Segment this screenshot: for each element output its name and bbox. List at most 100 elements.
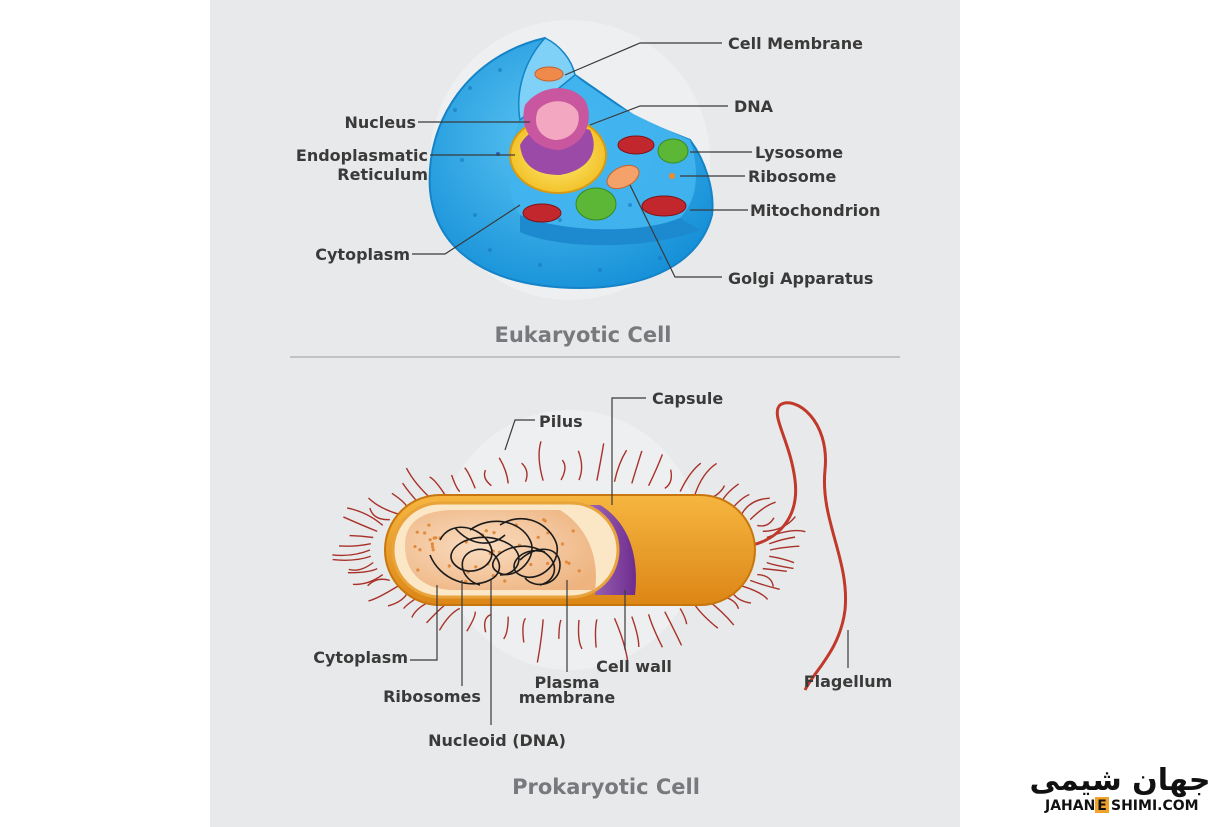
ribosome-dot	[571, 529, 575, 533]
flagellum	[751, 401, 848, 691]
pilus-strand	[348, 561, 374, 571]
pilus-strand	[368, 497, 399, 515]
pilus-strand	[769, 545, 800, 551]
label-cytoplasm-euk: Cytoplasm	[315, 245, 410, 264]
label-nucleus: Nucleus	[344, 113, 416, 132]
leader-cytoplasm-prok	[410, 585, 438, 661]
ribosome-dot	[529, 562, 533, 567]
pilus-strand	[768, 536, 796, 545]
eukaryotic-cell: Cell Membrane DNA Nucleus Endoplasmatic …	[296, 20, 881, 347]
ribosome-dot	[423, 531, 427, 535]
label-dna: DNA	[734, 97, 774, 116]
label-mitochondrion: Mitochondrion	[750, 201, 881, 220]
logo-english-part2: SHIMI.COM	[1111, 798, 1199, 814]
lysosome-2	[575, 187, 617, 221]
ribosome-dot	[577, 569, 581, 573]
pilus-strand	[466, 611, 476, 632]
ribosome-dot	[546, 561, 550, 566]
ribosome-dot	[415, 530, 419, 534]
pilus-strand	[631, 616, 640, 647]
label-capsule: Capsule	[652, 389, 723, 408]
pilus-strand	[664, 469, 673, 489]
label-plasma-line2: membrane	[519, 688, 616, 707]
prokaryotic-cell: Capsule Pilus Cytoplasm Ribosomes Nucleo…	[313, 389, 892, 799]
leader-capsule	[611, 397, 646, 505]
pilus-strand	[577, 450, 583, 481]
pilus-strand	[343, 516, 378, 533]
prokaryotic-title: Prokaryotic Cell	[512, 775, 700, 799]
ribosome-dot	[543, 519, 547, 523]
pilus-strand	[522, 617, 527, 643]
label-flagellum: Flagellum	[804, 672, 893, 691]
lysosome-1	[657, 138, 689, 164]
eukaryotic-title: Eukaryotic Cell	[495, 323, 672, 347]
golgi-apparatus-shape	[606, 164, 640, 190]
ribosome-dot	[567, 561, 571, 565]
pilus-strand	[352, 574, 384, 586]
pilus-strand	[405, 467, 433, 500]
pilus-strand	[613, 449, 628, 482]
pilus-strand	[679, 608, 688, 625]
label-ribosome: Ribosome	[748, 167, 836, 186]
pilus-strand	[425, 604, 446, 624]
ribosome-dot	[432, 536, 436, 540]
ribosome-dot	[484, 529, 488, 533]
label-ribosomes: Ribosomes	[383, 687, 481, 706]
label-plasma-line1: Plasma	[535, 673, 600, 692]
pilus-strand	[349, 534, 374, 539]
ribosome-dot	[428, 538, 432, 542]
mitochondrion-1	[617, 135, 655, 155]
pilus-strand	[762, 567, 787, 573]
pilus-strand	[769, 555, 795, 564]
pilus-strand	[577, 619, 583, 650]
logo-english-part1: JAHAN	[1044, 798, 1095, 814]
leader-pilus	[504, 419, 535, 451]
ribosome-dot	[430, 545, 435, 549]
pilus-strand	[450, 474, 461, 493]
leader-cytoplasm-euk	[412, 204, 521, 255]
pilus-strand	[346, 507, 384, 526]
pilus-strand	[368, 585, 399, 602]
pilus-strand	[594, 619, 598, 648]
pilus-strand	[369, 507, 390, 521]
pilus-strand	[631, 450, 643, 484]
label-cell-membrane: Cell Membrane	[728, 34, 863, 53]
pilus-strand	[757, 573, 774, 587]
pilus-strand	[741, 497, 770, 515]
pilus-strand	[766, 561, 794, 570]
pilus-strand	[679, 462, 702, 492]
pilus-strand	[538, 441, 544, 481]
logo-english-letter: E	[1097, 798, 1107, 814]
pilus-strand	[694, 604, 719, 629]
label-lysosome: Lysosome	[755, 143, 843, 162]
pilus-strand	[694, 462, 717, 496]
label-golgi: Golgi Apparatus	[728, 269, 873, 288]
ribosome-dot	[413, 544, 417, 549]
mitochondrion-3	[522, 203, 562, 223]
ribosome-dot	[464, 579, 468, 584]
eukaryotic-bottom-rim	[520, 215, 700, 246]
ribosome-dot	[492, 530, 496, 535]
pilus-strand	[757, 517, 775, 527]
cytoplasm-dots	[453, 68, 662, 272]
pilus-strand	[521, 462, 528, 483]
ribosome-dot	[474, 565, 478, 569]
label-er-line1: Endoplasmatic	[296, 146, 428, 165]
pilus-strand	[438, 607, 461, 631]
ribosome-dot	[503, 579, 507, 583]
nucleolus	[535, 101, 579, 140]
pilus-strand	[503, 616, 509, 640]
ribosome-dot	[447, 564, 451, 568]
leader-golgi	[629, 184, 722, 278]
pilus-strand	[749, 501, 776, 521]
pilus-strand	[647, 454, 664, 486]
pilus-strand	[367, 578, 390, 587]
label-er-line2: Reticulum	[337, 165, 428, 184]
label-nucleoid: Nucleoid (DNA)	[428, 731, 566, 750]
pilus-strand	[596, 443, 605, 481]
ribosome-dot	[427, 523, 431, 527]
pilus-strand	[749, 579, 780, 590]
pilus-strand	[332, 549, 371, 557]
pilus-strand	[498, 457, 509, 484]
